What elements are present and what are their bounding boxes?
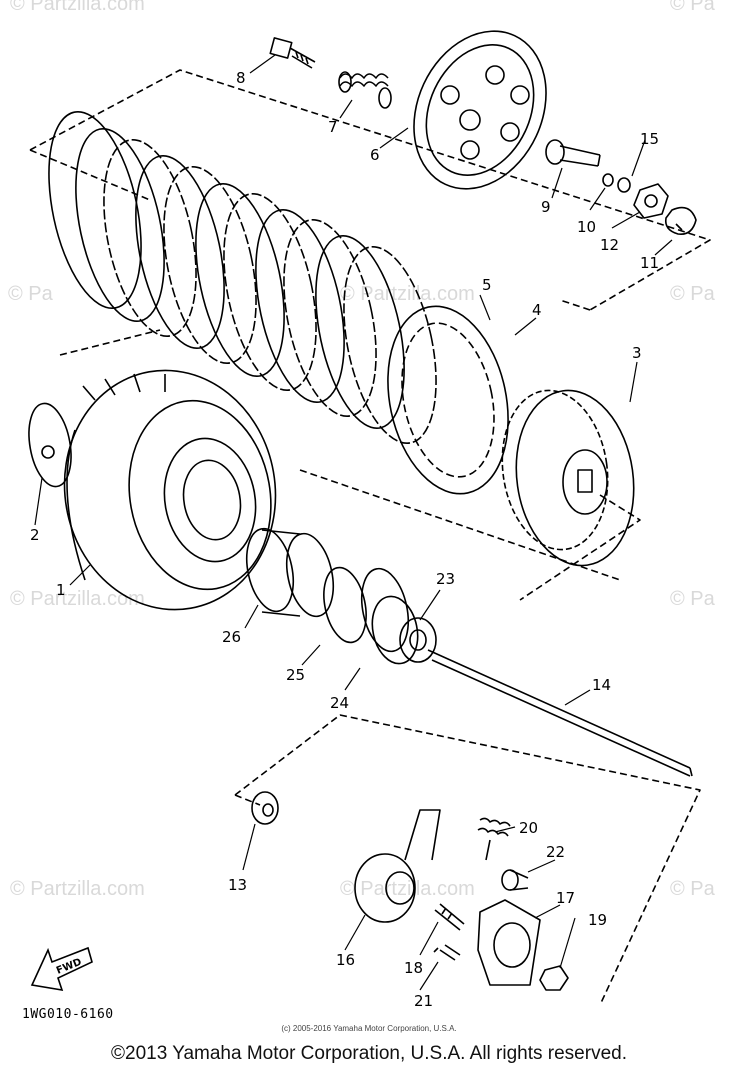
part-label: 13 (228, 876, 247, 894)
part-label: 10 (577, 218, 596, 236)
footer-copyright: ©2013 Yamaha Motor Corporation, U.S.A. A… (111, 1043, 627, 1064)
bolt-8 (269, 37, 316, 69)
part-label: 18 (404, 959, 423, 977)
watermark: © Partzilla.com (10, 878, 145, 900)
part-label: 21 (414, 992, 433, 1010)
screw-21 (433, 944, 461, 961)
watermark: © Pa (670, 0, 716, 15)
bolt-19 (539, 965, 569, 991)
part-label: 1 (56, 581, 66, 599)
assembly-box-middle (59, 329, 641, 601)
watermark: © Pa (670, 878, 716, 900)
leader-lines (34, 54, 673, 991)
lock-washer-11 (664, 206, 697, 236)
fwd-arrow-icon: FWD (30, 946, 93, 992)
watermark: © Partzilla.com (10, 0, 145, 15)
pin-22 (501, 869, 529, 891)
thrust-washer-2 (28, 402, 72, 488)
part-labels: 1 2 3 4 5 6 7 8 9 10 11 12 13 14 15 16 1… (30, 69, 659, 1010)
watermark: © Partzilla.com (340, 283, 475, 305)
watermark: © Pa (670, 283, 716, 305)
clutch-plate-stack-5 (48, 110, 437, 445)
part-label: 15 (640, 130, 659, 148)
push-rod-14 (427, 649, 693, 777)
part-label: 24 (330, 694, 349, 712)
ball-15 (617, 177, 631, 193)
washer-24 (371, 595, 419, 665)
part-label: 22 (546, 843, 565, 861)
part-label: 12 (600, 236, 619, 254)
assembly-box-upper (29, 69, 711, 311)
part-label: 9 (541, 198, 551, 216)
screw-18 (434, 903, 465, 931)
lever-cover-17 (477, 899, 541, 986)
part-label: 25 (286, 666, 305, 684)
needle-bearing-26 (245, 527, 335, 618)
part-label: 26 (222, 628, 241, 646)
part-label: 7 (328, 118, 338, 136)
part-label: 14 (592, 676, 611, 694)
part-label: 19 (588, 911, 607, 929)
clutch-housing-1 (63, 369, 277, 611)
pressure-plate-6 (413, 30, 547, 190)
oil-seal-13 (251, 791, 279, 825)
watermark: © Partzilla.com (10, 588, 145, 610)
part-label: 8 (236, 69, 246, 87)
part-label: 17 (556, 889, 575, 907)
spring-20 (477, 817, 511, 861)
part-label: 6 (370, 146, 380, 164)
assembly-box-lower (234, 714, 701, 1006)
part-label: 20 (519, 819, 538, 837)
push-rod-9 (545, 139, 601, 167)
part-label: 3 (632, 344, 642, 362)
watermark: © Partzilla.com (340, 878, 475, 900)
watermark: © Pa (8, 283, 54, 305)
part-label: 11 (640, 254, 659, 272)
watermarks: © Partzilla.com © Partzilla.com © Pa © P… (8, 0, 716, 900)
part-label: 5 (482, 276, 492, 294)
part-label: 4 (532, 301, 542, 319)
watermark: © Pa (670, 588, 716, 610)
clutch-boss-3 (501, 389, 635, 567)
ring-10 (602, 173, 614, 187)
part-label: 2 (30, 526, 40, 544)
friction-plate-4 (387, 305, 509, 495)
spring-7 (338, 71, 392, 109)
diagram-code: 1WG010-6160 (22, 1007, 114, 1022)
part-label: 16 (336, 951, 355, 969)
push-lever-16 (354, 809, 441, 923)
part-label: 23 (436, 570, 455, 588)
nut-12 (633, 183, 669, 219)
washer-23 (399, 617, 437, 663)
small-copyright: (c) 2005-2016 Yamaha Motor Corporation, … (281, 1024, 457, 1033)
